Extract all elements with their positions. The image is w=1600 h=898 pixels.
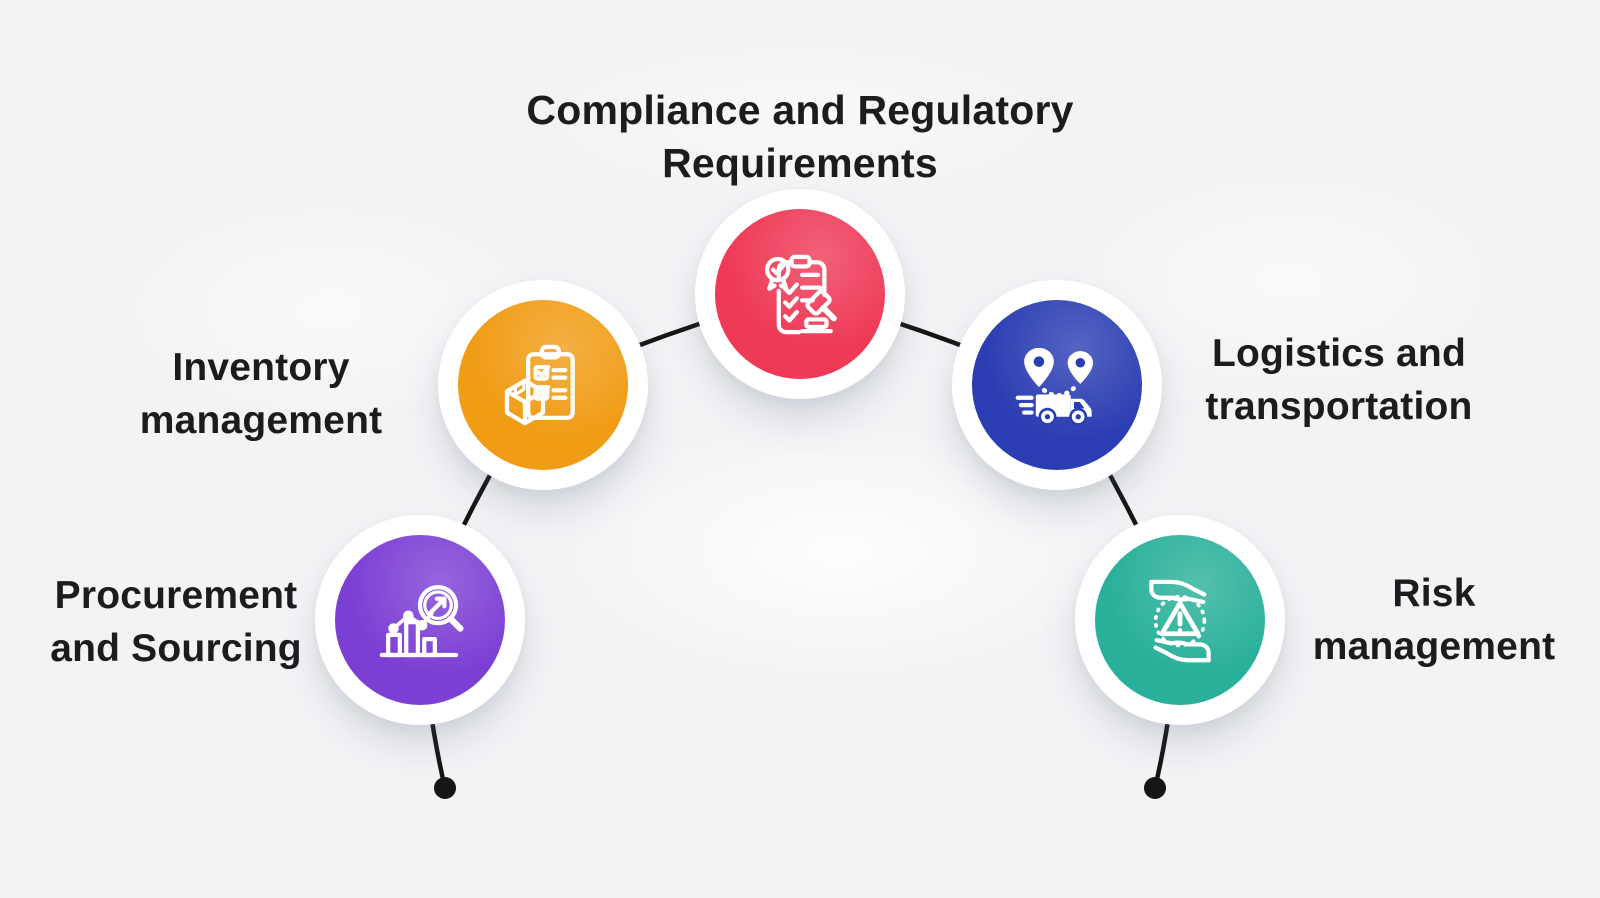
node-inventory [438, 280, 648, 490]
certificate-checklist-gavel-icon [765, 254, 837, 335]
node-compliance-disc [715, 209, 885, 379]
delivery-truck-route-pins-icon [1015, 347, 1094, 426]
endpoint-dot-left [434, 777, 456, 799]
node-logistics-disc [972, 300, 1142, 470]
clipboard-checklist-package-icon [504, 344, 575, 426]
node-compliance [695, 189, 905, 399]
growth-chart-magnifier-icon [379, 585, 464, 658]
label-compliance-and-regulatory-requirements: Compliance and Regulatory Requirements [526, 87, 1074, 186]
label-risk-management: Risk management [1312, 572, 1556, 668]
node-procurement [315, 515, 525, 725]
label-logistics-and-transportation: Logistics and transportation [1205, 332, 1473, 428]
node-risk [1075, 515, 1285, 725]
label-procurement-and-sourcing: Procurement and Sourcing [50, 574, 302, 670]
hands-warning-triangle-icon [1149, 579, 1211, 663]
label-inventory-management: Inventory management [139, 346, 383, 442]
node-inventory-disc [458, 300, 628, 470]
endpoint-dot-right [1144, 777, 1166, 799]
node-procurement-disc [335, 535, 505, 705]
node-risk-disc [1095, 535, 1265, 705]
node-logistics [952, 280, 1162, 490]
